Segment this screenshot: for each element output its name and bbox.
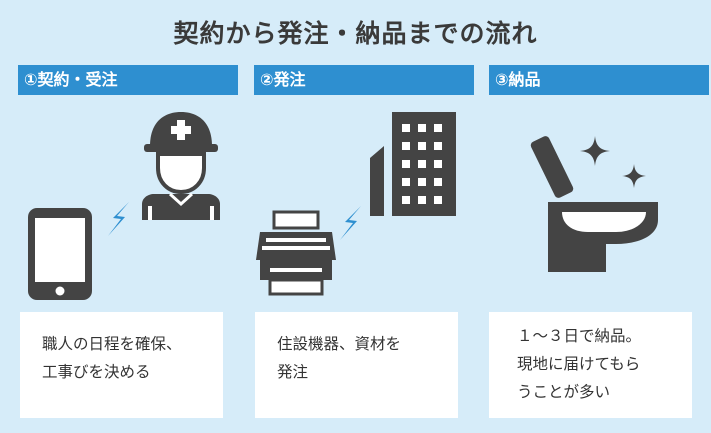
sparkle-icon <box>622 164 646 188</box>
step-description-delivery: １～３日で納品。 現地に届けてもら うことが多い <box>489 312 692 418</box>
description-line: １～３日で納品。 <box>517 327 642 345</box>
description-line: 発注 <box>277 363 309 381</box>
description-line: 職人の日程を確保、 <box>42 335 182 353</box>
step-header-delivery: ③納品 <box>489 65 709 95</box>
step-description-order: 住設機器、資材を 発注 <box>255 312 458 418</box>
description-line: 住設機器、資材を <box>277 335 402 353</box>
construction-worker-icon <box>142 112 220 220</box>
office-building-icon <box>370 112 456 216</box>
description-line: うことが多い <box>517 383 611 401</box>
step-description-contract: 職人の日程を確保、 工事びを決める <box>20 312 223 418</box>
lightning-icon <box>108 202 129 236</box>
lightning-icon <box>340 206 361 240</box>
toilet-icon <box>530 136 658 272</box>
step-header-order: ②発注 <box>254 65 474 95</box>
description-line: 現地に届けてもら <box>517 355 641 373</box>
smartphone-icon <box>28 208 92 300</box>
page-title: 契約から発注・納品までの流れ <box>173 19 538 48</box>
description-line: 工事びを決める <box>42 363 151 381</box>
step-header-contract: ①契約・受注 <box>18 65 238 95</box>
fax-machine-icon <box>256 210 336 296</box>
sparkle-icon <box>580 136 610 166</box>
